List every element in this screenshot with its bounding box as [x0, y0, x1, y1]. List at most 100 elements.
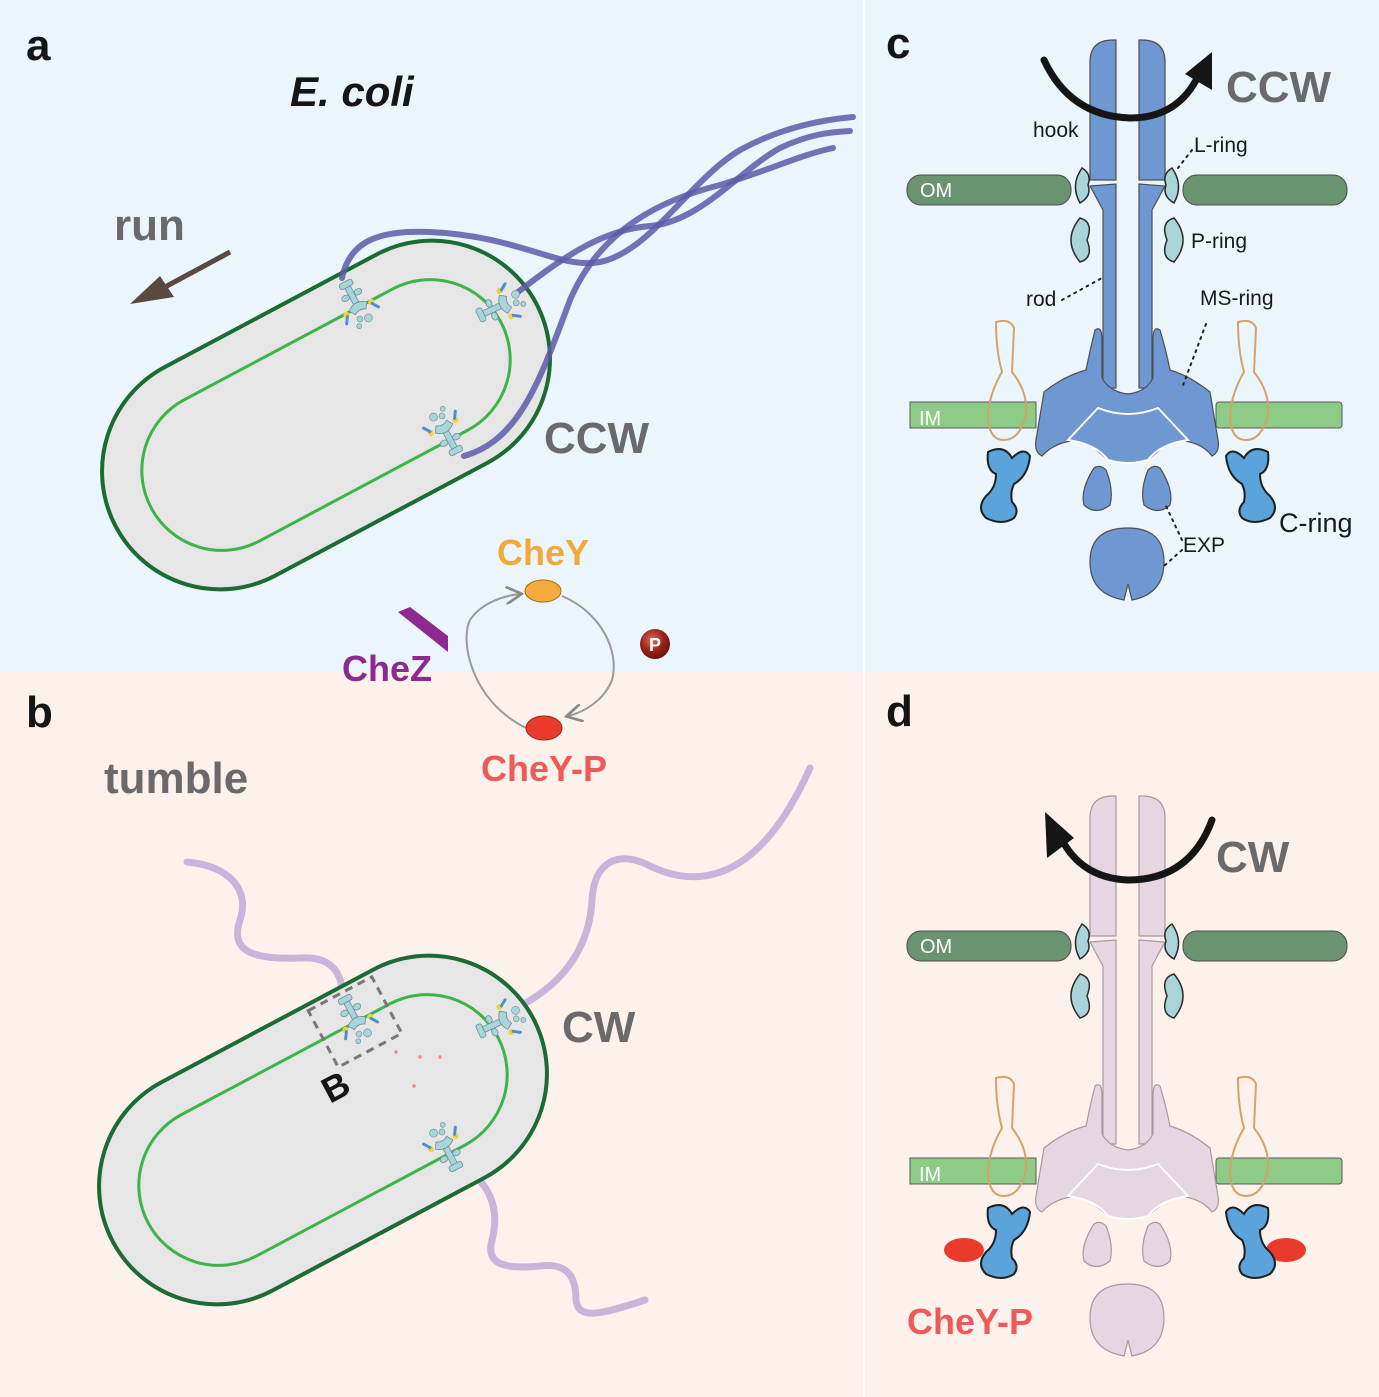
c-ring-platform: [1065, 406, 1191, 464]
rod-right: [1138, 183, 1166, 389]
chey-protein: [524, 579, 562, 603]
cw-label-d: CW: [1216, 833, 1290, 882]
exp-right: [1142, 1221, 1172, 1268]
l-ring-left: [1074, 922, 1090, 961]
chey-label: CheY: [497, 532, 589, 573]
hook-right: [1138, 39, 1166, 181]
inset-box: [306, 974, 404, 1070]
flagellum-tumble-2: [516, 764, 814, 1010]
cell-run: [100, 238, 552, 592]
stator-right: [1228, 1075, 1270, 1198]
p-ring-right: [1163, 217, 1184, 263]
ccw-rotation-arrow-icon: [1040, 52, 1212, 122]
flagellum-tumble-1: [183, 858, 348, 1004]
hook-left: [1089, 795, 1117, 937]
stator-right: [1228, 319, 1270, 442]
ccw-label-a: CCW: [544, 414, 650, 463]
c-ring-platform: [1065, 1162, 1191, 1220]
chey-p-label: CheY-P: [481, 748, 607, 789]
exp-base: [1089, 527, 1165, 601]
hook-left: [1089, 39, 1117, 181]
chey-p-bound-left: [944, 1238, 984, 1262]
chey-p-dots: [394, 1050, 442, 1088]
om-label: OM: [920, 180, 952, 202]
rod-right: [1138, 939, 1166, 1145]
outer-membrane-left: [906, 174, 1072, 206]
tumble-label: tumble: [104, 754, 248, 803]
cell-inner-membrane: [140, 278, 512, 552]
panel-d-letter: d: [886, 687, 913, 736]
im-label: IM: [919, 408, 941, 430]
svg-text:P: P: [649, 635, 661, 655]
c-ring-left: [980, 448, 1032, 523]
outer-membrane-right: [1182, 930, 1348, 962]
cell-tumble: [97, 953, 549, 1307]
cw-label-b: CW: [562, 1003, 636, 1052]
species-title: E. coli: [290, 68, 415, 115]
panel-a-letter: a: [26, 21, 51, 70]
ccw-label-c: CCW: [1226, 63, 1332, 112]
exp-right: [1142, 465, 1172, 512]
panel-c: c OM IM: [886, 19, 1353, 601]
phosphorylation-arrow: [561, 595, 615, 716]
chey-cycle: CheY CheY-P CheZ P: [342, 532, 670, 789]
l-ring-left: [1074, 166, 1090, 205]
hook-label: hook: [1033, 119, 1079, 142]
flagella-tumble: [183, 764, 814, 1317]
cell-inner-membrane: [137, 993, 509, 1267]
inner-membrane-right: [1215, 1157, 1343, 1185]
panel-c-letter: c: [886, 19, 910, 68]
c-ring-right: [1224, 1204, 1276, 1279]
flagellum-2: [515, 128, 853, 295]
c-ring-left: [980, 1204, 1032, 1279]
inner-membrane-left: [909, 401, 1037, 429]
stator-left: [986, 319, 1028, 442]
im-label: IM: [919, 1164, 941, 1186]
p-ring-right: [1163, 973, 1184, 1019]
flagella-bundle-run: [339, 114, 856, 459]
cw-rotation-arrow-icon: [1045, 812, 1216, 884]
panel-a: a E. coli run CCW: [26, 21, 856, 592]
dephosphorylation-arrow: [465, 594, 527, 729]
p-ring-left: [1070, 973, 1091, 1019]
hook-right: [1138, 795, 1166, 937]
chez-wedge-icon: [398, 607, 448, 652]
cell-wall: [100, 238, 552, 592]
exp-leader-bottom: [1163, 549, 1183, 567]
chey-p-protein: [525, 715, 563, 741]
exp-leader-top: [1165, 505, 1183, 541]
chez-label: CheZ: [342, 648, 432, 689]
chey-p-bound-right: [1266, 1238, 1306, 1262]
run-direction-arrow-icon: [130, 249, 232, 304]
c-ring-label: C-ring: [1279, 508, 1353, 538]
rod-label: rod: [1026, 288, 1056, 311]
ms-ring-label: MS-ring: [1200, 287, 1274, 310]
panel-b: b tumble B CW: [26, 688, 814, 1317]
ms-ring-leader: [1181, 323, 1207, 389]
p-ring-left: [1070, 217, 1091, 263]
run-label: run: [114, 201, 185, 250]
om-label: OM: [920, 936, 952, 958]
stator-left: [986, 1075, 1028, 1198]
chey-p-label-d: CheY-P: [907, 1301, 1033, 1342]
panel-d: d OM IM: [886, 687, 1348, 1357]
exp-left: [1082, 465, 1112, 512]
c-ring-right: [1224, 448, 1276, 523]
exp-base: [1089, 1283, 1165, 1357]
l-ring-label: L-ring: [1194, 134, 1248, 157]
flagellum-tumble-3: [458, 1166, 649, 1317]
l-ring-right: [1164, 166, 1180, 205]
inner-membrane-right: [1215, 401, 1343, 429]
panel-b-letter: b: [26, 688, 53, 737]
phosphate-icon: P: [640, 629, 670, 659]
flagellum-3: [461, 145, 836, 459]
rod-leader: [1061, 277, 1103, 301]
p-ring-label: P-ring: [1191, 230, 1247, 253]
flagellum-1: [339, 114, 856, 281]
exp-label: EXP: [1183, 534, 1225, 557]
flagellar-motor-cw: OM IM: [906, 795, 1348, 1357]
exp-left: [1082, 1221, 1112, 1268]
inner-membrane-left: [909, 1157, 1037, 1185]
flagellar-motor-ccw: OM IM: [906, 39, 1348, 601]
